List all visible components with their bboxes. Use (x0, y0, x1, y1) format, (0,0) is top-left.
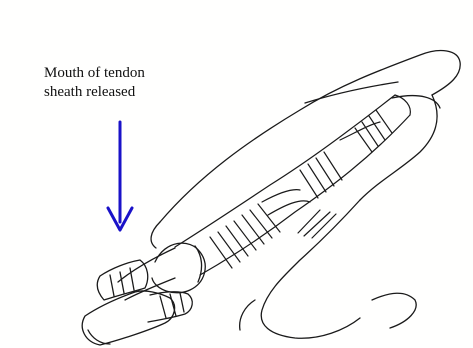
tendon-sheath (175, 95, 410, 275)
finger-outline (151, 51, 460, 339)
released-tendon (82, 243, 205, 345)
pointer-arrow (108, 122, 132, 230)
